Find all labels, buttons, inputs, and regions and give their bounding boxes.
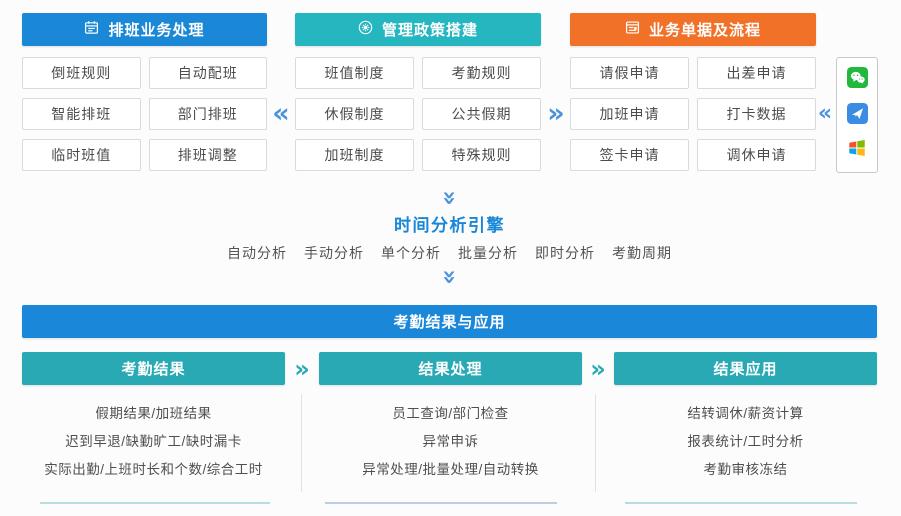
- channel-icons-panel: [836, 57, 878, 173]
- stage-bar-result-application: 结果应用: [614, 352, 877, 385]
- group-scheduling: 排班业务处理 倒班规则 自动配班 智能排班 部门排班 临时班值 排班调整: [22, 13, 267, 171]
- gear-icon: [358, 20, 373, 39]
- windows-icon: [847, 138, 867, 163]
- result-row: 结转调休/薪资计算: [687, 406, 804, 421]
- group-item: 打卡数据: [697, 98, 816, 130]
- group-items: 请假申请 出差申请 加班申请 打卡数据 签卡申请 调休申请: [570, 57, 816, 171]
- analysis-mode: 手动分析: [304, 245, 364, 261]
- group-item: 特殊规则: [422, 139, 541, 171]
- chevron-double-left-icon: «: [272, 97, 290, 129]
- result-row: 迟到早退/缺勤旷工/缺时漏卡: [65, 434, 242, 449]
- analysis-modes: 自动分析 手动分析 单个分析 批量分析 即时分析 考勤周期: [22, 243, 877, 263]
- group-item: 签卡申请: [570, 139, 689, 171]
- chevron-double-right-icon: »: [590, 355, 606, 383]
- analysis-mode: 批量分析: [458, 245, 518, 261]
- result-row: 假期结果/加班结果: [95, 406, 212, 421]
- group-item: 倒班规则: [22, 57, 141, 89]
- chevron-double-left-icon: «: [817, 100, 833, 126]
- chevron-double-down-icon: »: [435, 190, 464, 206]
- group-item: 公共假期: [422, 98, 541, 130]
- wechat-icon: [846, 67, 868, 93]
- group-item: 班值制度: [295, 57, 414, 89]
- group-documents: 业务单据及流程 请假申请 出差申请 加班申请 打卡数据 签卡申请 调休申请: [570, 13, 816, 171]
- analysis-mode: 考勤周期: [612, 245, 672, 261]
- group-header-policy: 管理政策搭建: [295, 13, 541, 46]
- group-header-documents: 业务单据及流程: [570, 13, 816, 46]
- results-banner: 考勤结果与应用: [22, 305, 877, 338]
- result-row: 考勤审核冻结: [703, 462, 788, 477]
- cutoff-box-edge: [325, 502, 557, 504]
- paper-plane-app-icon: [846, 102, 868, 129]
- cutoff-box-edge: [625, 502, 857, 504]
- result-row: 异常申诉: [422, 434, 479, 449]
- analysis-mode: 即时分析: [535, 245, 595, 261]
- group-item: 休假制度: [295, 98, 414, 130]
- group-title: 排班业务处理: [108, 22, 205, 39]
- result-row: 员工查询/部门检查: [392, 406, 509, 421]
- stage-bar-result-processing: 结果处理: [319, 352, 582, 385]
- group-item: 自动配班: [148, 57, 267, 89]
- chevron-double-right-icon: »: [547, 97, 565, 129]
- group-title: 管理政策搭建: [381, 22, 478, 39]
- stage-bar-attendance-results: 考勤结果: [22, 352, 285, 385]
- group-item: 出差申请: [697, 57, 816, 89]
- group-policy: 管理政策搭建 班值制度 考勤规则 休假制度 公共假期 加班制度 特殊规则: [295, 13, 541, 171]
- group-item: 加班制度: [295, 139, 414, 171]
- analysis-mode: 自动分析: [227, 245, 287, 261]
- column-divider: [595, 394, 596, 492]
- chevron-double-down-icon: »: [435, 269, 464, 285]
- result-row: 报表统计/工时分析: [687, 434, 804, 449]
- form-flow-icon: [625, 20, 640, 39]
- chevron-double-right-icon: »: [294, 355, 310, 383]
- group-item: 加班申请: [570, 98, 689, 130]
- engine-title: 时间分析引擎: [394, 216, 505, 235]
- group-item: 请假申请: [570, 57, 689, 89]
- group-item: 部门排班: [148, 98, 267, 130]
- group-header-scheduling: 排班业务处理: [22, 13, 267, 46]
- result-column-result-application: 结转调休/薪资计算 报表统计/工时分析 考勤审核冻结: [614, 400, 877, 484]
- column-divider: [301, 394, 302, 492]
- group-item: 考勤规则: [422, 57, 541, 89]
- group-item: 排班调整: [148, 139, 267, 171]
- calendar-icon: [84, 20, 99, 39]
- group-items: 倒班规则 自动配班 智能排班 部门排班 临时班值 排班调整: [22, 57, 267, 171]
- result-row: 异常处理/批量处理/自动转换: [362, 462, 539, 477]
- analysis-mode: 单个分析: [381, 245, 441, 261]
- cutoff-box-edge: [40, 502, 270, 504]
- group-items: 班值制度 考勤规则 休假制度 公共假期 加班制度 特殊规则: [295, 57, 541, 171]
- group-item: 智能排班: [22, 98, 141, 130]
- result-column-result-processing: 员工查询/部门检查 异常申诉 异常处理/批量处理/自动转换: [319, 400, 582, 484]
- group-item: 调休申请: [697, 139, 816, 171]
- result-row: 实际出勤/上班时长和个数/综合工时: [44, 462, 263, 477]
- group-title: 业务单据及流程: [648, 22, 761, 39]
- result-column-attendance-results: 假期结果/加班结果 迟到早退/缺勤旷工/缺时漏卡 实际出勤/上班时长和个数/综合…: [22, 400, 285, 484]
- group-item: 临时班值: [22, 139, 141, 171]
